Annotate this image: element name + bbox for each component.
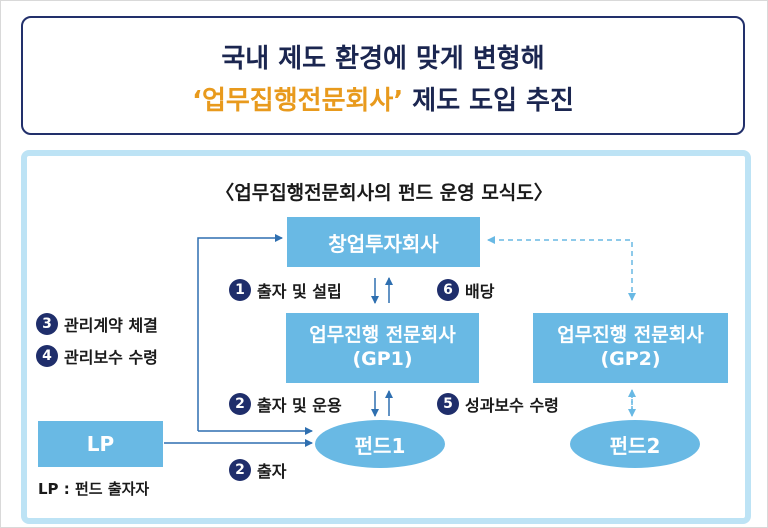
node-gp1-line1: 업무진행 전문회사 [309, 324, 456, 347]
node-gp2-line2: (GP2) [600, 348, 661, 370]
arrow-left-loop [197, 234, 283, 431]
step-number-badge: 2 [229, 459, 251, 481]
step-text: 출자 및 운용 [257, 396, 342, 415]
step-number-badge: 1 [229, 279, 251, 301]
step-number-badge: 4 [36, 345, 58, 367]
step-text: 관리보수 수령 [64, 348, 158, 367]
step-text: 배당 [465, 282, 495, 301]
diagram-subtitle: 〈업무집행전문회사의 펀드 운영 모식도〉 [215, 182, 553, 204]
node-gp2: 업무진행 전문회사 (GP2) [533, 313, 728, 383]
node-gp1-line2: (GP1) [352, 348, 413, 370]
node-fund1-label: 펀드1 [354, 433, 406, 458]
node-venture-capital-label: 창업투자회사 [328, 231, 439, 256]
step-label: 2 출자 및 운용 [229, 392, 342, 416]
step-label: 3 관리계약 체결 [36, 312, 158, 336]
node-gp2-line1: 업무진행 전문회사 [557, 324, 704, 347]
step-text: 성과보수 수령 [465, 396, 559, 415]
node-fund2-label: 펀드2 [609, 433, 661, 458]
headline-box: 국내 제도 환경에 맞게 변형해 ‘업무집행전문회사’ 제도 도입 추진 [21, 16, 745, 135]
step-text: 출자 및 설립 [257, 282, 342, 301]
step-number-badge: 5 [437, 393, 459, 415]
dashed-vc-gp2 [490, 239, 636, 301]
step-number-badge: 2 [229, 393, 251, 415]
node-venture-capital: 창업투자회사 [287, 217, 480, 267]
step-number-badge: 6 [437, 279, 459, 301]
step-label: 2 출자 [229, 458, 286, 482]
step-number-badge: 3 [36, 313, 58, 335]
step-label: 4 관리보수 수령 [36, 344, 158, 368]
step-label: 1 출자 및 설립 [229, 278, 342, 302]
node-lp: LP [38, 421, 163, 467]
headline-highlight: ‘업무집행전문회사’ [192, 86, 404, 116]
headline-line-2: ‘업무집행전문회사’ 제도 도입 추진 [23, 80, 743, 117]
node-lp-label: LP [86, 432, 115, 456]
node-fund1: 펀드1 [315, 420, 445, 468]
node-gp1: 업무진행 전문회사 (GP1) [286, 313, 479, 383]
node-fund2: 펀드2 [570, 420, 700, 468]
headline-line-1: 국내 제도 환경에 맞게 변형해 [221, 44, 545, 74]
headline-rest: 제도 도입 추진 [403, 86, 574, 116]
step-label: 6 배당 [437, 278, 494, 302]
lp-note: LP : 펀드 출자자 [38, 480, 150, 498]
step-text: 출자 [257, 462, 287, 481]
step-label: 5 성과보수 수령 [437, 392, 559, 416]
step-text: 관리계약 체결 [64, 316, 158, 335]
